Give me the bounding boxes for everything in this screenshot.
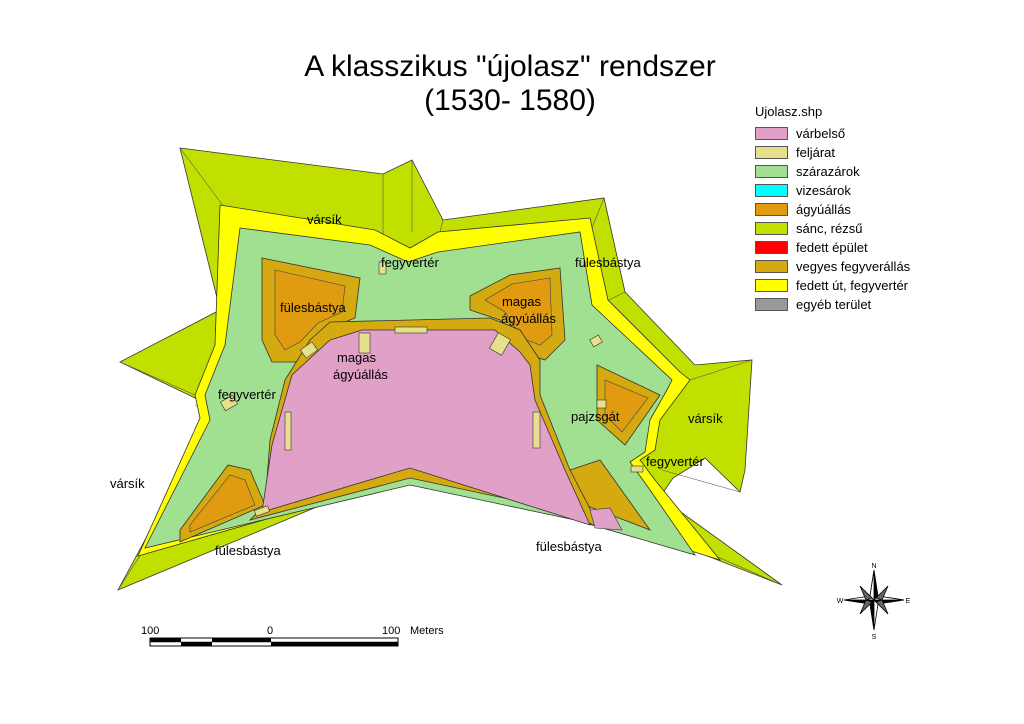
legend-item: vegyes fegyverállás	[755, 257, 910, 276]
fortress-interior	[261, 329, 591, 526]
bastion-sw-inner	[189, 474, 256, 533]
label-varsik-east: vársík	[688, 411, 723, 426]
legend-item: fedett út, fegyvertér	[755, 276, 910, 295]
legend-label: szárazárok	[796, 164, 860, 179]
label-varsik-west: vársík	[110, 476, 145, 491]
legend-item: vizesárok	[755, 181, 910, 200]
label-fegyverter-north: fegyvertér	[381, 255, 439, 270]
label-magas-1: magas	[337, 350, 377, 365]
legend-label: vegyes fegyverállás	[796, 259, 911, 274]
legend-label: fedett épület	[796, 240, 868, 255]
label-fulesbastya-ne: fülesbástya	[575, 255, 641, 270]
legend-item: sánc, rézsű	[755, 219, 910, 238]
north-arrow-icon: N S W E	[837, 563, 911, 640]
compass-e: E	[906, 598, 911, 605]
legend-label: fedett út, fegyvertér	[796, 278, 909, 293]
legend-swatch	[755, 203, 788, 216]
legend-item: egyéb terület	[755, 295, 910, 314]
legend-swatch	[755, 127, 788, 140]
label-fegyverter-west: fegyvertér	[218, 387, 276, 402]
legend-label: sánc, rézsű	[796, 221, 863, 236]
label-agyuallas-2: ágyúállás	[501, 311, 556, 326]
compass-w: W	[837, 598, 844, 605]
legend-label: ágyúállás	[796, 202, 851, 217]
label-fulesbastya-nw: fülesbástya	[280, 300, 346, 315]
label-fulesbastya-sw: fülesbástya	[215, 543, 281, 558]
legend-label: feljárat	[796, 145, 836, 160]
legend-swatch	[755, 241, 788, 254]
title-line-1: A klasszikus "újolasz" rendszer	[304, 50, 716, 83]
legend-item: várbelső	[755, 124, 910, 143]
scale-label-left: 100	[141, 625, 160, 637]
scale-label-mid: 0	[267, 625, 274, 637]
scale-label-right: 100	[382, 625, 401, 637]
bastion-ne-inner	[484, 277, 553, 346]
legend: Ujolasz.shp várbelső feljárat szárazárok vi…	[755, 104, 910, 314]
legend-swatch	[755, 146, 788, 159]
legend-swatch	[755, 279, 788, 292]
legend-swatch	[755, 184, 788, 197]
interior-se-corner	[589, 507, 623, 531]
label-varsik-north: vársík	[307, 212, 342, 227]
legend-items: várbelső feljárat szárazárok vizesárok ágyúá…	[755, 124, 910, 314]
title-line-2: (1530- 1580)	[424, 84, 596, 117]
compass-n: N	[871, 563, 876, 570]
legend-item: fedett épület	[755, 238, 910, 257]
compass-s: S	[872, 634, 877, 640]
legend-label: egyéb terület	[796, 297, 872, 312]
legend-swatch	[755, 165, 788, 178]
legend-item: ágyúállás	[755, 200, 910, 219]
label-magas-2: magas	[502, 294, 542, 309]
label-fulesbastya-se: fülesbástya	[536, 539, 602, 554]
legend-label: várbelső	[796, 126, 846, 141]
legend-swatch	[755, 298, 788, 311]
legend-swatch	[755, 260, 788, 273]
ramps	[220, 261, 644, 517]
scale-unit: Meters	[410, 625, 444, 637]
label-agyuallas-1: ágyúállás	[333, 367, 388, 382]
label-fegyverter-east: fegyvertér	[646, 454, 704, 469]
bastion-nw-inner	[274, 269, 346, 351]
legend-item: szárazárok	[755, 162, 910, 181]
legend-swatch	[755, 222, 788, 235]
map-title: A klasszikus "újolasz" rendszer (1530- 1…	[280, 50, 740, 118]
legend-item: feljárat	[755, 143, 910, 162]
label-pajzsgat: pajzsgát	[571, 409, 620, 424]
legend-title: Ujolasz.shp	[755, 104, 823, 119]
legend-label: vizesárok	[796, 183, 851, 198]
